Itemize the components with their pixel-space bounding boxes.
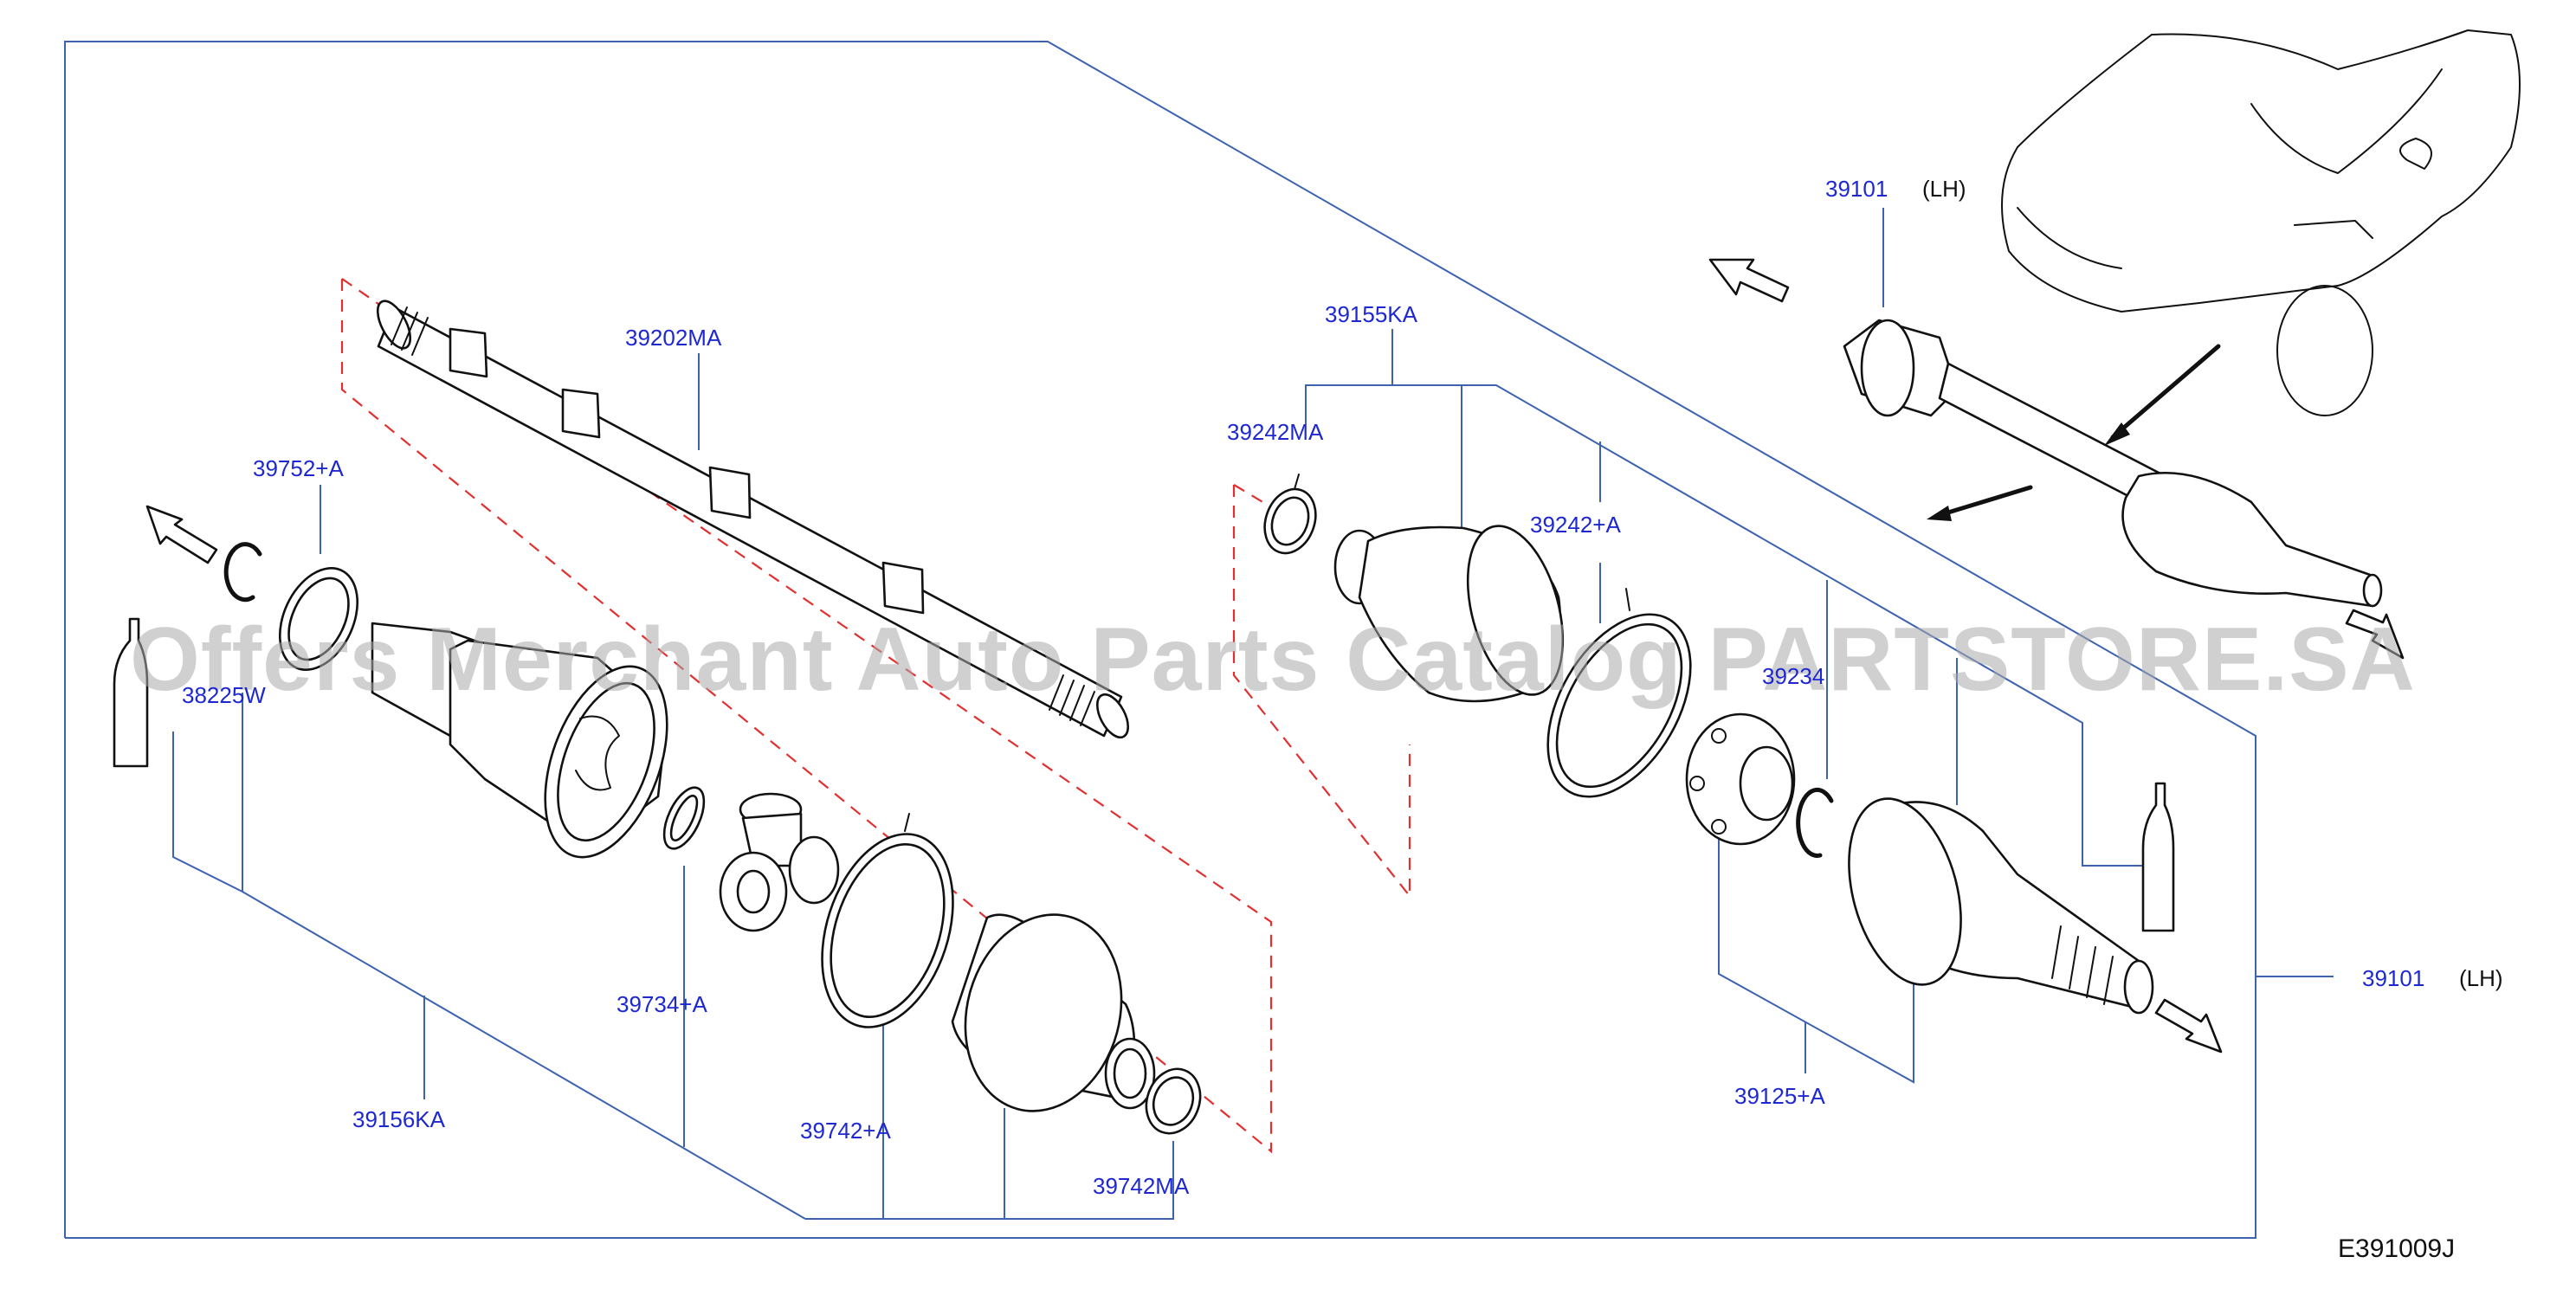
diagram-code: E391009J xyxy=(2338,1234,2456,1263)
label-assembly-top: 39101 xyxy=(1825,176,1888,202)
label-inner-joint: 39156KA xyxy=(352,1106,445,1132)
label-assembly-top-note: (LH) xyxy=(1922,176,1966,202)
label-band-large-outer: 39242+A xyxy=(1530,512,1621,538)
boot-band-small-inner xyxy=(1145,1067,1202,1135)
frame-lines xyxy=(64,41,2334,1239)
boot-band-small-outer xyxy=(1263,474,1317,555)
direction-arrow-left xyxy=(145,505,218,564)
inner-joint-housing xyxy=(371,622,668,859)
label-assembly-side-note: (LH) xyxy=(2459,965,2503,991)
label-assembly-side: 39101 xyxy=(2362,965,2425,991)
car-outline xyxy=(2001,29,2521,416)
direction-arrow-top xyxy=(1708,258,2405,660)
label-plug: 38225W xyxy=(182,682,266,708)
ring-39752 xyxy=(278,567,359,671)
label-outer-joint: 39125+A xyxy=(1734,1083,1825,1109)
boot-band-large-outer xyxy=(1546,588,1692,798)
tripod-joint xyxy=(719,792,840,932)
inner-boot xyxy=(951,913,1156,1112)
direction-arrow-right xyxy=(2154,998,2223,1054)
circlip-left xyxy=(223,542,262,603)
drive-shaft xyxy=(376,300,1130,739)
label-shaft: 39202MA xyxy=(625,325,722,351)
sealant-plug-right xyxy=(2141,782,2175,932)
assembly-shaft-top xyxy=(1843,319,2383,608)
watermark: Offers Merchant Auto Parts Catalog PARTS… xyxy=(130,609,2416,710)
label-boot-kit: 39155KA xyxy=(1325,301,1417,327)
label-ring-39752: 39752+A xyxy=(253,455,344,481)
boot-band-large-inner xyxy=(821,813,954,1028)
circlip-outer xyxy=(1796,787,1834,858)
sealant-plug-left xyxy=(113,617,149,768)
label-circlip-outer: 39234 xyxy=(1762,663,1825,689)
ball-cage xyxy=(1685,712,1796,846)
label-band-small-outer: 39242MA xyxy=(1227,419,1324,445)
circlip-39734 xyxy=(662,786,706,850)
label-circlip-39734: 39734+A xyxy=(617,991,707,1017)
outer-boot xyxy=(1333,525,1565,703)
label-band-large-inner: 39742+A xyxy=(800,1118,891,1144)
label-band-small-inner: 39742MA xyxy=(1093,1173,1190,1199)
outer-joint xyxy=(1848,797,2154,1015)
